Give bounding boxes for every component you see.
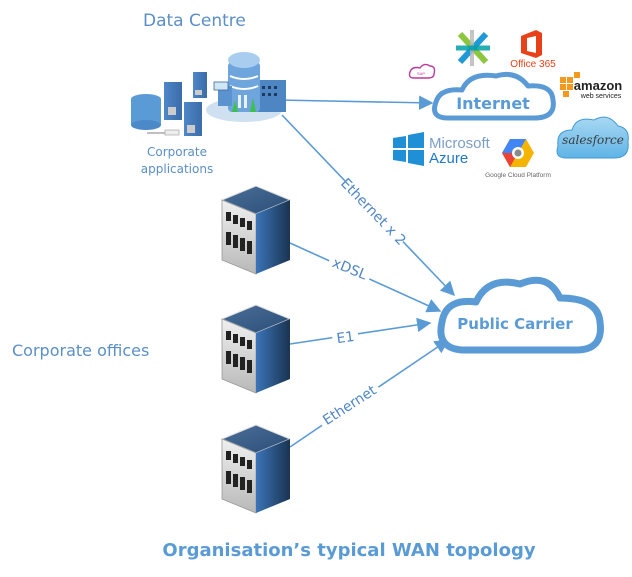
- link-label-dc-carrier: Ethernet x 2: [337, 176, 409, 249]
- diagram-title: Organisation’s typical WAN topology: [162, 540, 535, 561]
- sap-cloud-icon: SAP: [408, 63, 436, 79]
- google-cloud-label: Google Cloud Platform: [485, 172, 551, 179]
- public-carrier-label: Public Carrier: [457, 315, 573, 333]
- salesforce-logo: salesforce: [556, 116, 629, 159]
- link-label-text: xDSL: [330, 255, 369, 283]
- link-label-xdsl: xDSL: [326, 253, 373, 285]
- cisco-webex-icon: [456, 30, 490, 66]
- amazon-label: amazon: [574, 78, 622, 93]
- office-building-icon-2: [221, 304, 291, 394]
- link-label-text: Ethernet: [320, 382, 380, 429]
- office365-label: Office 365: [510, 59, 556, 70]
- azure-label: Azure: [429, 150, 468, 167]
- microsoft-label: Microsoft: [429, 135, 491, 152]
- amazon-web-services-logo: amazon web services: [560, 72, 622, 100]
- link-label-e1: E1: [331, 328, 360, 348]
- office365-logo: Office 365: [510, 30, 556, 70]
- sap-label: SAP: [417, 71, 425, 76]
- public-carrier-cloud: Public Carrier: [437, 276, 604, 354]
- link-label-text: E1: [336, 329, 356, 347]
- office-building-icon-3: [221, 424, 291, 514]
- aws-sub-label: web services: [580, 93, 622, 100]
- microsoft-azure-logo: Microsoft Azure: [393, 132, 491, 167]
- data-centre-building-icon: [206, 52, 286, 122]
- office-building-icon-1: [221, 185, 291, 275]
- internet-label: Internet: [456, 94, 530, 113]
- link-label-ethernet: Ethernet: [316, 380, 383, 431]
- corporate-apps-label-line1: Corporate: [147, 145, 207, 159]
- link-label-text: Ethernet x 2: [337, 176, 409, 249]
- salesforce-label: salesforce: [562, 133, 624, 147]
- corporate-apps-label-line2: applications: [141, 162, 213, 176]
- office2-link: [289, 317, 432, 345]
- internet-cloud: Internet: [432, 71, 556, 121]
- server-stack-icon: [131, 72, 207, 136]
- google-cloud-platform-logo: Google Cloud Platform: [485, 139, 551, 179]
- dc-to-internet-link: [277, 95, 434, 110]
- corporate-offices-label: Corporate offices: [12, 341, 149, 360]
- data-centre-label: Data Centre: [143, 11, 246, 31]
